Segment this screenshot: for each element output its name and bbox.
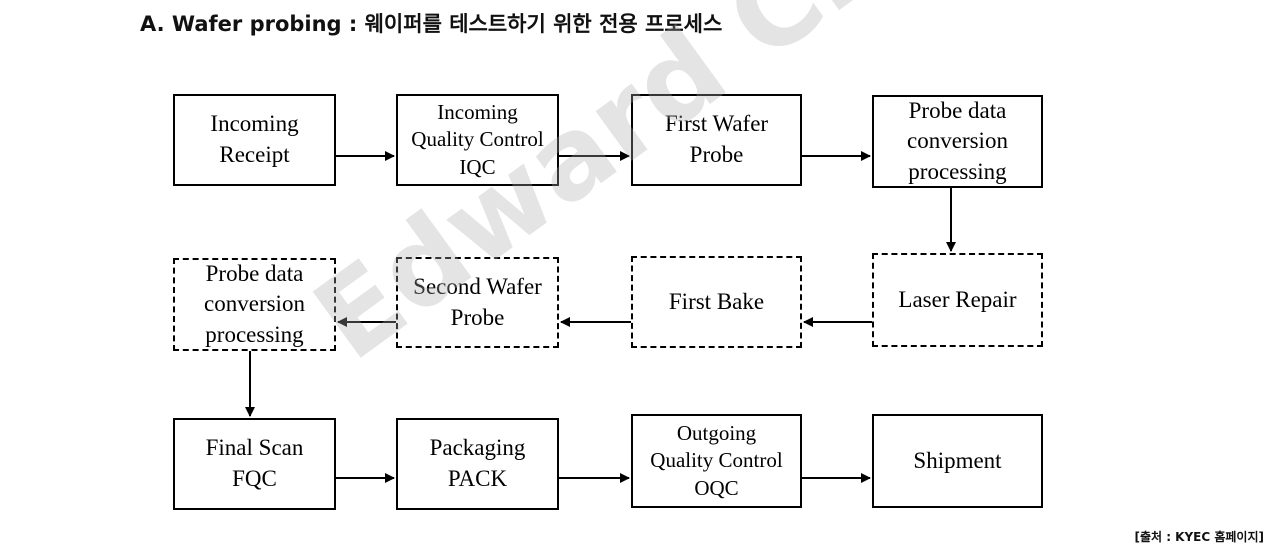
step-fqc: Final Scan FQC <box>173 418 336 510</box>
step-label: First Wafer Probe <box>664 111 769 167</box>
step-shipment: Shipment <box>872 414 1043 508</box>
step-label: Packaging PACK <box>429 435 526 491</box>
step-incoming-receipt: Incoming Receipt <box>173 94 336 186</box>
step-first-wafer-probe: First Wafer Probe <box>631 94 802 186</box>
step-pack: Packaging PACK <box>396 418 559 510</box>
step-laser-repair: Laser Repair <box>872 253 1043 347</box>
step-label: Incoming Receipt <box>210 111 299 167</box>
source-caption: [출처 : KYEC 홈페이지] <box>1134 530 1264 544</box>
step-label: Final Scan FQC <box>205 435 304 491</box>
step-label: First Bake <box>668 288 765 314</box>
step-label: Probe data conversion processing <box>907 97 1008 184</box>
step-label: Outgoing Quality Control OQC <box>650 421 783 500</box>
step-iqc: Incoming Quality Control IQC <box>396 94 559 186</box>
step-second-wafer-probe: Second Wafer Probe <box>396 257 559 348</box>
page-title: A. Wafer probing : 웨이퍼를 테스트하기 위한 전용 프로세스 <box>140 12 723 36</box>
step-label: Second Wafer Probe <box>413 273 542 330</box>
step-probe-data-conversion-1: Probe data conversion processing <box>872 95 1043 188</box>
step-label: Incoming Quality Control IQC <box>411 100 544 179</box>
step-probe-data-conversion-2: Probe data conversion processing <box>173 258 336 351</box>
step-label: Laser Repair <box>898 286 1017 312</box>
step-label: Probe data conversion processing <box>204 260 305 347</box>
step-label: Shipment <box>913 447 1002 473</box>
step-oqc: Outgoing Quality Control OQC <box>631 414 802 508</box>
step-first-bake: First Bake <box>631 256 802 348</box>
